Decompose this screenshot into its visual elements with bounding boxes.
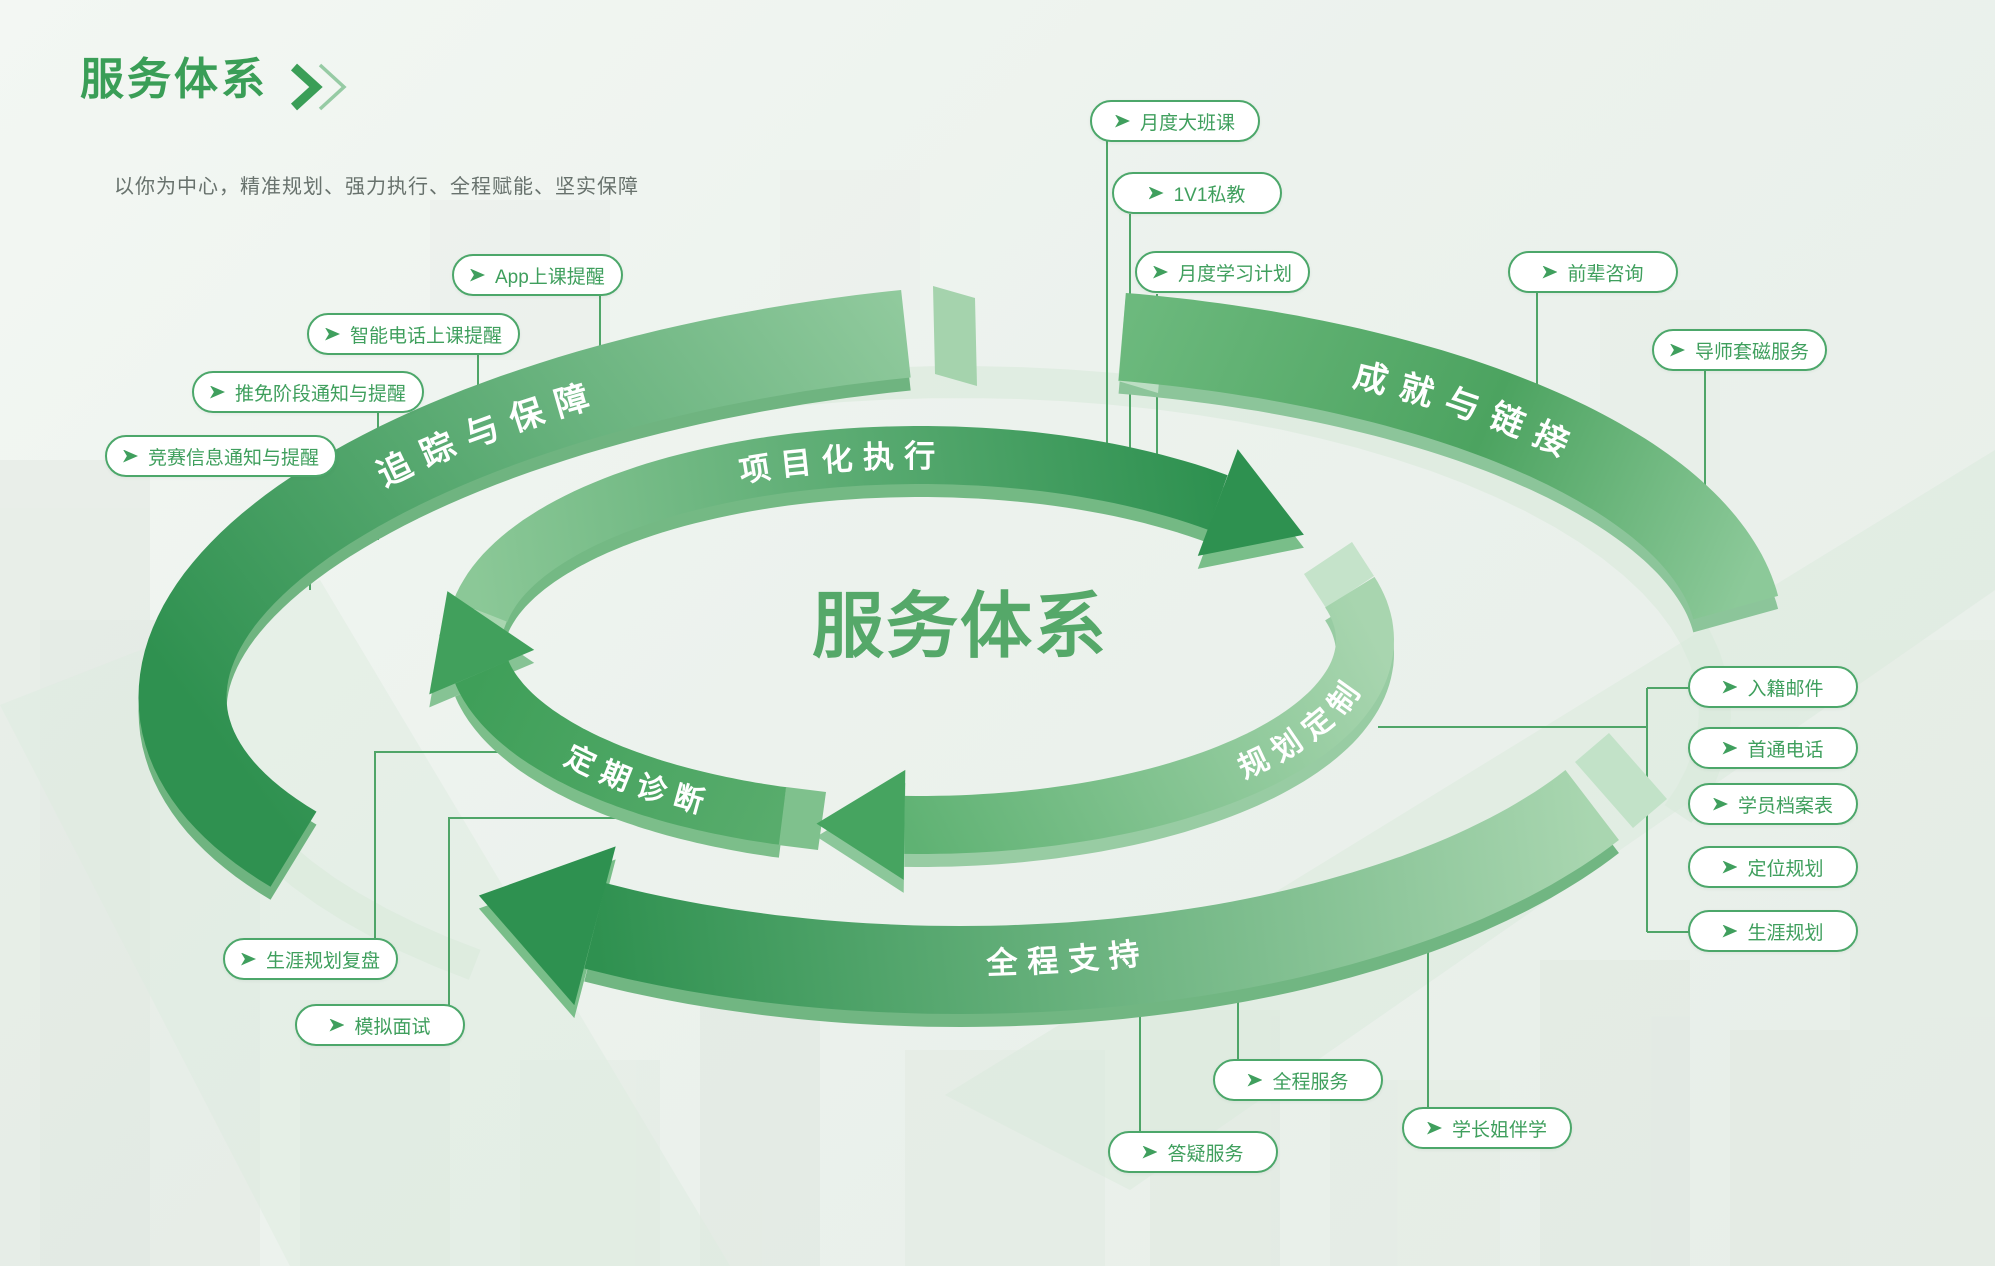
arrow-icon xyxy=(1722,680,1738,694)
pill-1v1-tutoring: 1V1私教 xyxy=(1112,172,1282,214)
pill-enrollment-email: 入籍邮件 xyxy=(1688,666,1858,708)
pill-label: 学员档案表 xyxy=(1737,795,1833,817)
arrow-icon xyxy=(329,1018,345,1032)
pill-first-call: 首通电话 xyxy=(1688,727,1858,769)
pill-label: 推免阶段通知与提醒 xyxy=(235,383,407,405)
arrow-icon xyxy=(1722,860,1738,874)
arrow-icon xyxy=(1542,265,1558,279)
pill-peer-study-companion: 学长姐伴学 xyxy=(1402,1107,1572,1149)
pill-positioning-plan: 定位规划 xyxy=(1688,846,1858,888)
diagram-center-title: 服务体系 xyxy=(811,587,1108,667)
arrow-icon xyxy=(470,268,485,282)
pill-mentor-contact-service: 导师套磁服务 xyxy=(1652,329,1828,371)
pill-label: 月度学习计划 xyxy=(1178,263,1293,285)
arrow-icon xyxy=(1426,1121,1442,1135)
arrow-icon xyxy=(1114,114,1130,128)
page-title: 服务体系 xyxy=(80,55,268,104)
pill-label: 模拟面试 xyxy=(354,1016,431,1038)
pill-label: 定位规划 xyxy=(1747,858,1824,880)
page-subtitle: 以你为中心，精准规划、强力执行、全程赋能、坚实保障 xyxy=(114,176,639,198)
arrow-icon xyxy=(123,449,138,463)
pill-competition-info-notice: 竞赛信息通知与提醒 xyxy=(105,435,338,477)
pill-mock-interview: 模拟面试 xyxy=(295,1004,465,1046)
arrow-icon xyxy=(1247,1073,1263,1087)
pill-label: 生涯规划复盘 xyxy=(266,950,381,972)
pill-label: 入籍邮件 xyxy=(1747,678,1824,700)
arc-bands xyxy=(138,289,1779,1015)
pill-phone-class-reminder: 智能电话上课提醒 xyxy=(307,313,521,355)
pill-tuimian-stage-notice: 推免阶段通知与提醒 xyxy=(192,371,425,413)
pill-app-class-reminder: App上课提醒 xyxy=(452,254,623,296)
arrow-icon xyxy=(1670,343,1685,357)
arc-arrowheads xyxy=(429,449,1304,1006)
pill-label: 竞赛信息通知与提醒 xyxy=(148,447,320,469)
arrow-icon xyxy=(210,385,225,399)
pill-monthly-lecture: 月度大班课 xyxy=(1090,100,1260,142)
pill-label: 前辈咨询 xyxy=(1567,263,1644,285)
arrow-icon xyxy=(1153,265,1168,279)
pill-label: 学长姐伴学 xyxy=(1451,1119,1547,1141)
pill-career-plan: 生涯规划 xyxy=(1688,910,1858,952)
pill-label: 导师套磁服务 xyxy=(1695,341,1810,363)
pill-label: 1V1私教 xyxy=(1173,184,1246,206)
pill-student-profile: 学员档案表 xyxy=(1688,783,1858,825)
pill-label: 答疑服务 xyxy=(1167,1143,1244,1165)
pill-label: 全程服务 xyxy=(1272,1071,1349,1093)
arrow-icon xyxy=(1722,924,1738,938)
pill-career-plan-review: 生涯规划复盘 xyxy=(223,938,399,980)
pill-label: 月度大班课 xyxy=(1139,112,1235,134)
pill-full-service: 全程服务 xyxy=(1213,1059,1383,1101)
pill-monthly-study-plan: 月度学习计划 xyxy=(1135,251,1311,293)
pill-label: 智能电话上课提醒 xyxy=(350,325,503,347)
arrow-icon xyxy=(1148,186,1164,200)
arrow-icon xyxy=(1712,797,1728,811)
arrow-icon xyxy=(241,952,256,966)
pill-label: 生涯规划 xyxy=(1747,922,1824,944)
arrow-icon xyxy=(325,327,340,341)
pill-label: App上课提醒 xyxy=(495,266,605,288)
arrow-icon xyxy=(1722,741,1738,755)
arrow-icon xyxy=(1142,1145,1158,1159)
pill-qa-service: 答疑服务 xyxy=(1108,1131,1278,1173)
double-chevron-right-icon xyxy=(290,63,347,111)
pill-label: 首通电话 xyxy=(1747,739,1824,761)
pill-senior-consulting: 前辈咨询 xyxy=(1508,251,1678,293)
